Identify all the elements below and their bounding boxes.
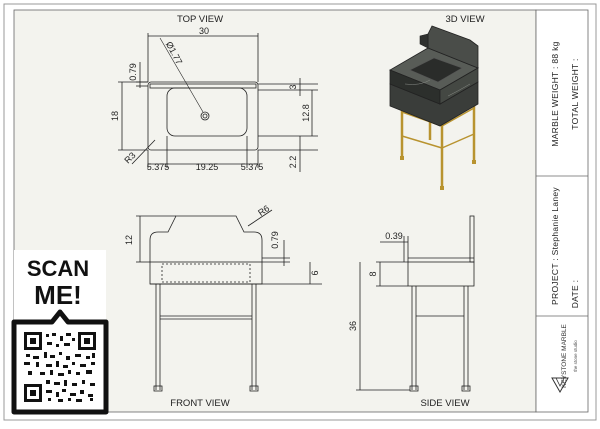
dim-side-8: 8	[368, 271, 378, 276]
front-view-label: FRONT VIEW	[170, 398, 229, 409]
top-view-label: TOP VIEW	[177, 14, 223, 25]
qr-code[interactable]	[22, 330, 98, 404]
dim-top-22: 2.2	[288, 156, 298, 169]
title-block	[535, 9, 589, 413]
dim-5375-left: 5.375	[147, 162, 170, 172]
dim-front-079: 0.79	[270, 231, 280, 249]
project-name: PROJECT : Stephanie Laney	[550, 187, 560, 305]
marble-weight: MARBLE WEIGHT : 88 kg	[550, 41, 560, 146]
keystone-logo: KEYSTONE MARBLE the stone studio	[551, 323, 578, 394]
dim-5375-right: 5.375	[241, 162, 264, 172]
dim-top-18: 18	[110, 111, 120, 121]
me-text: ME!	[34, 280, 82, 310]
total-weight: TOTAL WEIGHT :	[570, 58, 580, 129]
scan-text: SCAN	[27, 256, 89, 281]
dim-side-36: 36	[348, 321, 358, 331]
dim-top-128: 12.8	[301, 104, 311, 122]
3d-vanity-render	[389, 25, 479, 190]
dim-top-3: 3	[288, 84, 298, 89]
date-field: DATE :	[570, 280, 580, 309]
front-view-drawing	[136, 209, 322, 392]
logo-subtext: the stone studio	[573, 340, 578, 372]
3d-view-label: 3D VIEW	[445, 14, 484, 25]
dim-side-039: 0.39	[385, 231, 403, 241]
dim-front-6: 6	[310, 270, 320, 275]
side-view-drawing	[356, 215, 475, 392]
side-view-label: SIDE VIEW	[420, 398, 469, 409]
dim-1925: 19.25	[196, 162, 219, 172]
dim-front-12: 12	[124, 235, 134, 245]
dim-top-width: 30	[199, 26, 209, 36]
dim-top-079: 0.79	[128, 63, 138, 81]
top-view-drawing	[118, 33, 318, 172]
logo-text: KEYSTONE MARBLE	[561, 323, 568, 387]
